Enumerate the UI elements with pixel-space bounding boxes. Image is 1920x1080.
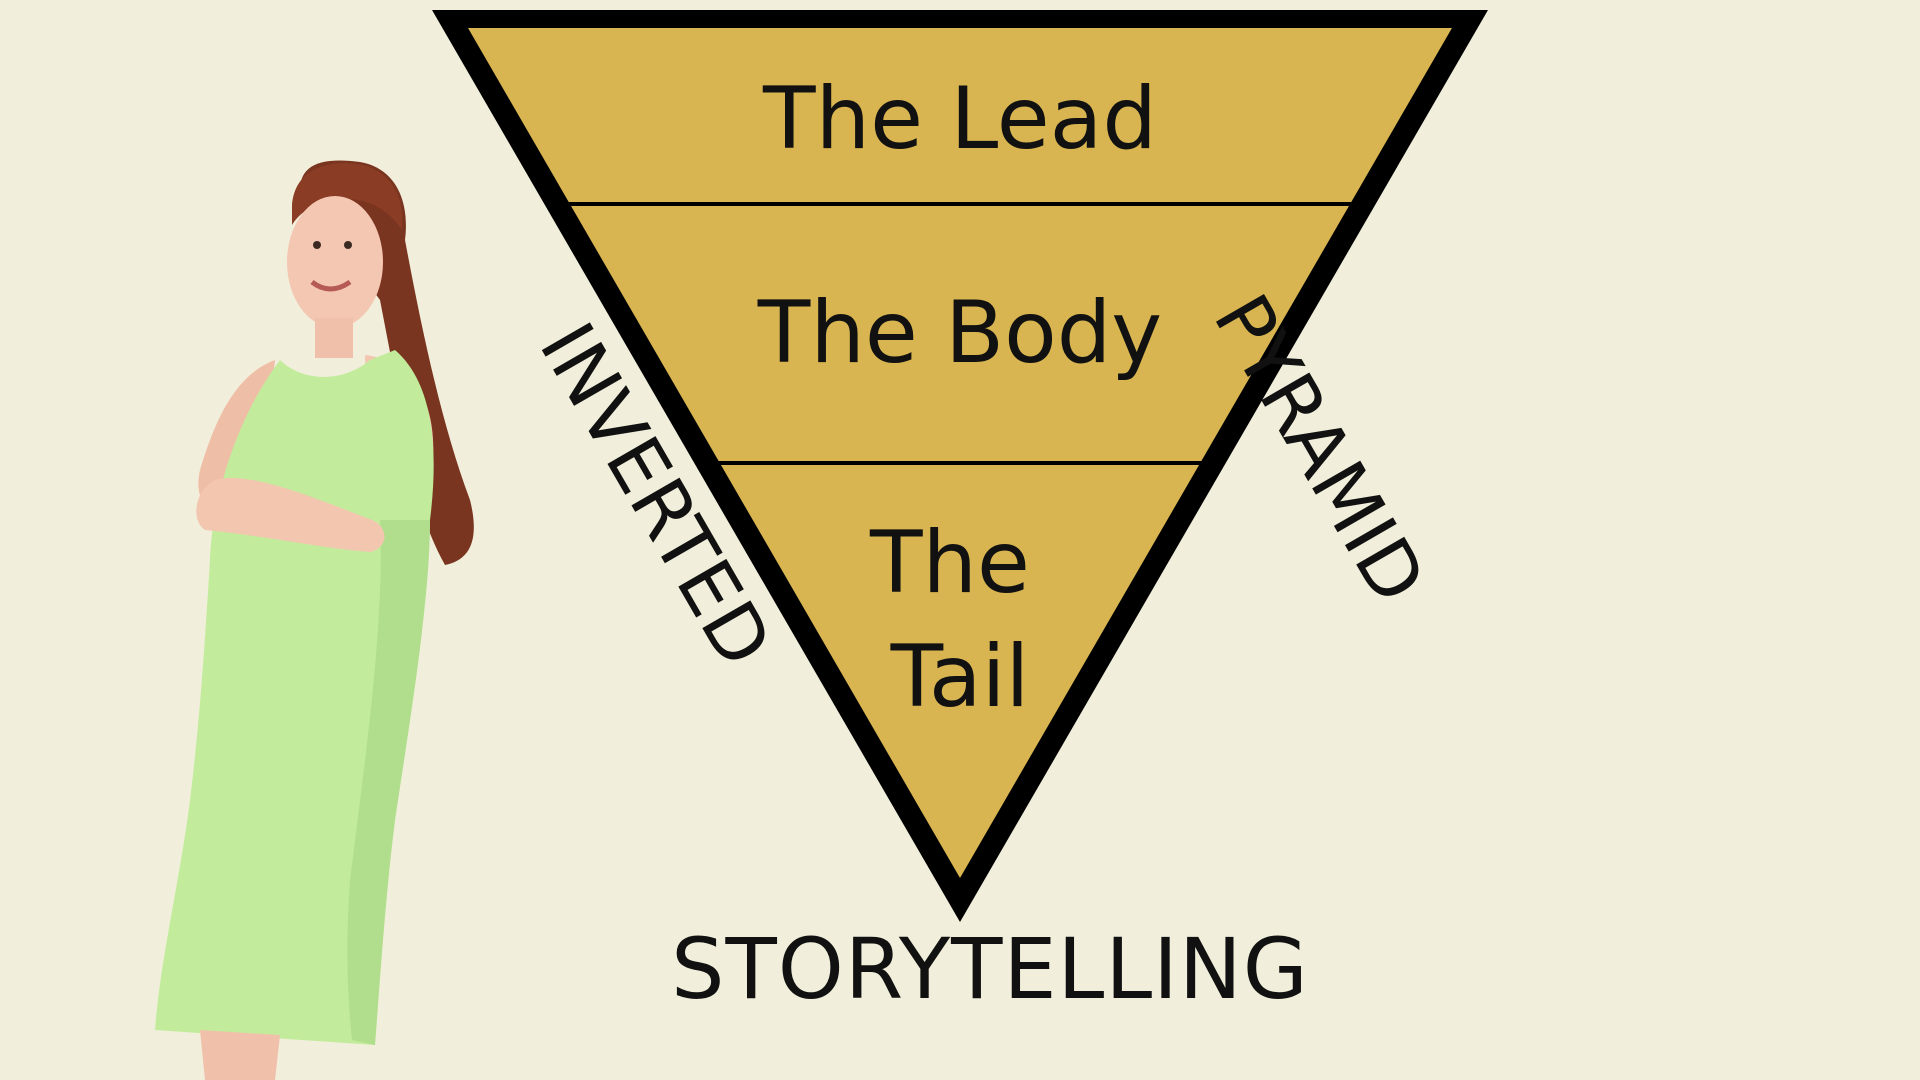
person-leg — [200, 1030, 280, 1080]
person-dress-shade — [347, 520, 430, 1045]
person-eye-right — [344, 241, 352, 249]
person-hair-top — [292, 163, 403, 230]
person-smile — [310, 279, 352, 292]
pyramid-fill — [468, 28, 1452, 878]
person-illustration — [155, 160, 474, 1080]
inverted-pyramid — [432, 10, 1488, 922]
bottom-label-storytelling: STORYTELLING — [671, 920, 1309, 1018]
tier-lead-label: The Lead — [762, 69, 1157, 169]
tier-tail-label-line2: Tail — [890, 627, 1030, 727]
person-eye-left — [313, 241, 321, 249]
tier-body-label: The Body — [757, 283, 1162, 383]
person-face — [287, 196, 383, 328]
person-forearms — [196, 478, 385, 552]
person-neck — [315, 318, 353, 358]
tier-tail-label-line1: The — [869, 513, 1030, 613]
